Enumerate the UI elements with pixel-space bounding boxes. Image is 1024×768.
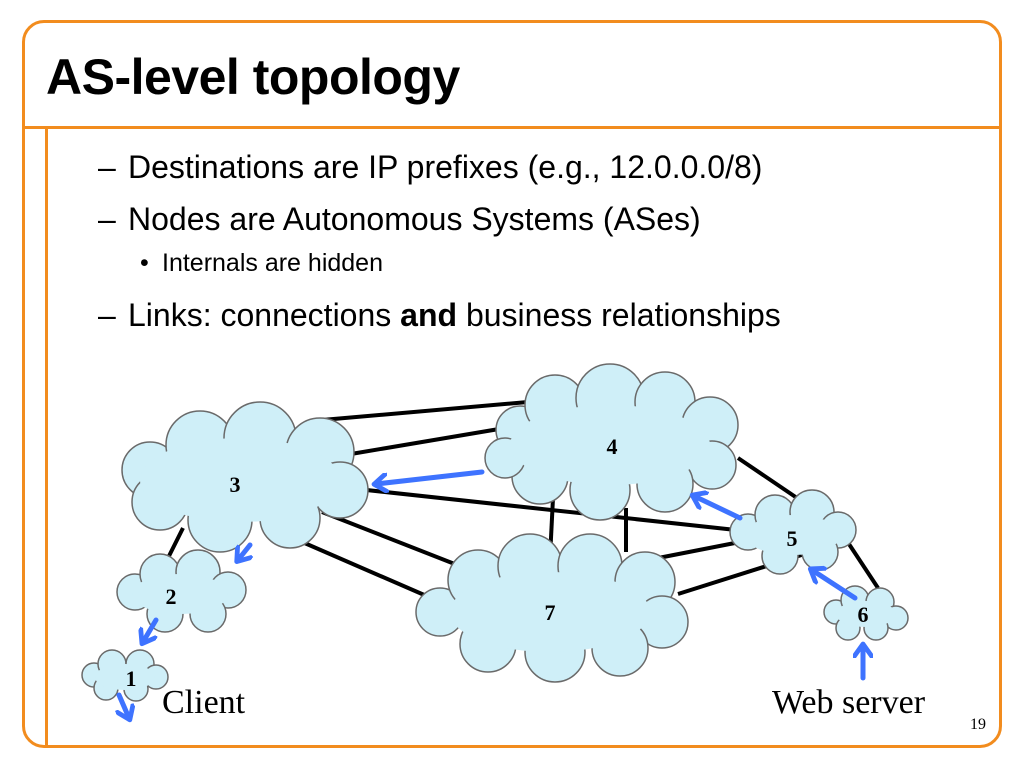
bullet-nodes: –Nodes are Autonomous Systems (ASes) [98,200,781,238]
link-7-5 [647,540,741,562]
bullet-text: Destinations are IP prefixes (e.g., 12.0… [128,149,763,185]
link-3-5 [347,486,737,532]
client-caption: Client [162,684,246,721]
as-3-cloud [121,401,369,553]
node-label-3: 3 [230,472,241,497]
route-arrow-1-to-client [119,692,129,718]
link-4-5 [736,456,802,502]
web-server-caption: Web server [772,684,926,721]
link-3-7-b [321,510,471,572]
dash-marker: – [98,149,116,185]
route-arrow-5-to-4 [694,496,743,521]
left-divider [45,126,48,748]
route-arrow-2-to-1 [143,617,159,642]
slide-frame [22,20,1002,748]
link-3-4-a [321,400,529,422]
sub-bullet-text: Internals are hidden [162,249,383,277]
as-5-cloud [729,489,857,575]
node-label-1: 1 [126,666,137,691]
bullet-text: Nodes are Autonomous Systems (ASes) [128,201,701,237]
node-label-5: 5 [787,526,798,551]
node-label-4: 4 [607,434,618,459]
route-arrow-4-to-3 [376,469,485,484]
bullet-destinations: –Destinations are IP prefixes (e.g., 12.… [98,148,781,186]
route-arrow-6-to-5 [812,570,858,601]
dash-marker: – [98,297,116,333]
link-5-6 [843,536,880,590]
title-divider [22,126,1002,129]
bullet-list: –Destinations are IP prefixes (e.g., 12.… [98,148,781,348]
bullet-dot-icon: • [140,249,149,277]
bullet-text-post: business relationships [457,297,781,333]
sub-bullet-internals: • Internals are hidden [140,248,781,278]
as-2-cloud [116,549,247,633]
node-label-7: 7 [545,600,556,625]
as-6-cloud [823,585,909,641]
page-number: 19 [970,716,986,733]
route-arrow-3-to-2 [238,542,250,560]
link-3-4-b [344,426,506,457]
node-label-6: 6 [858,602,869,627]
as-7-cloud [415,533,689,683]
slide-title: AS-level topology [46,49,460,105]
bullet-links: –Links: connections and business relatio… [98,296,781,334]
dash-marker: – [98,201,116,237]
as-1-cloud [81,649,169,702]
as-4-cloud [484,363,739,521]
bullet-text-bold: and [400,297,458,333]
bullet-text-pre: Links: connections [128,297,401,333]
node-label-2: 2 [166,584,177,609]
